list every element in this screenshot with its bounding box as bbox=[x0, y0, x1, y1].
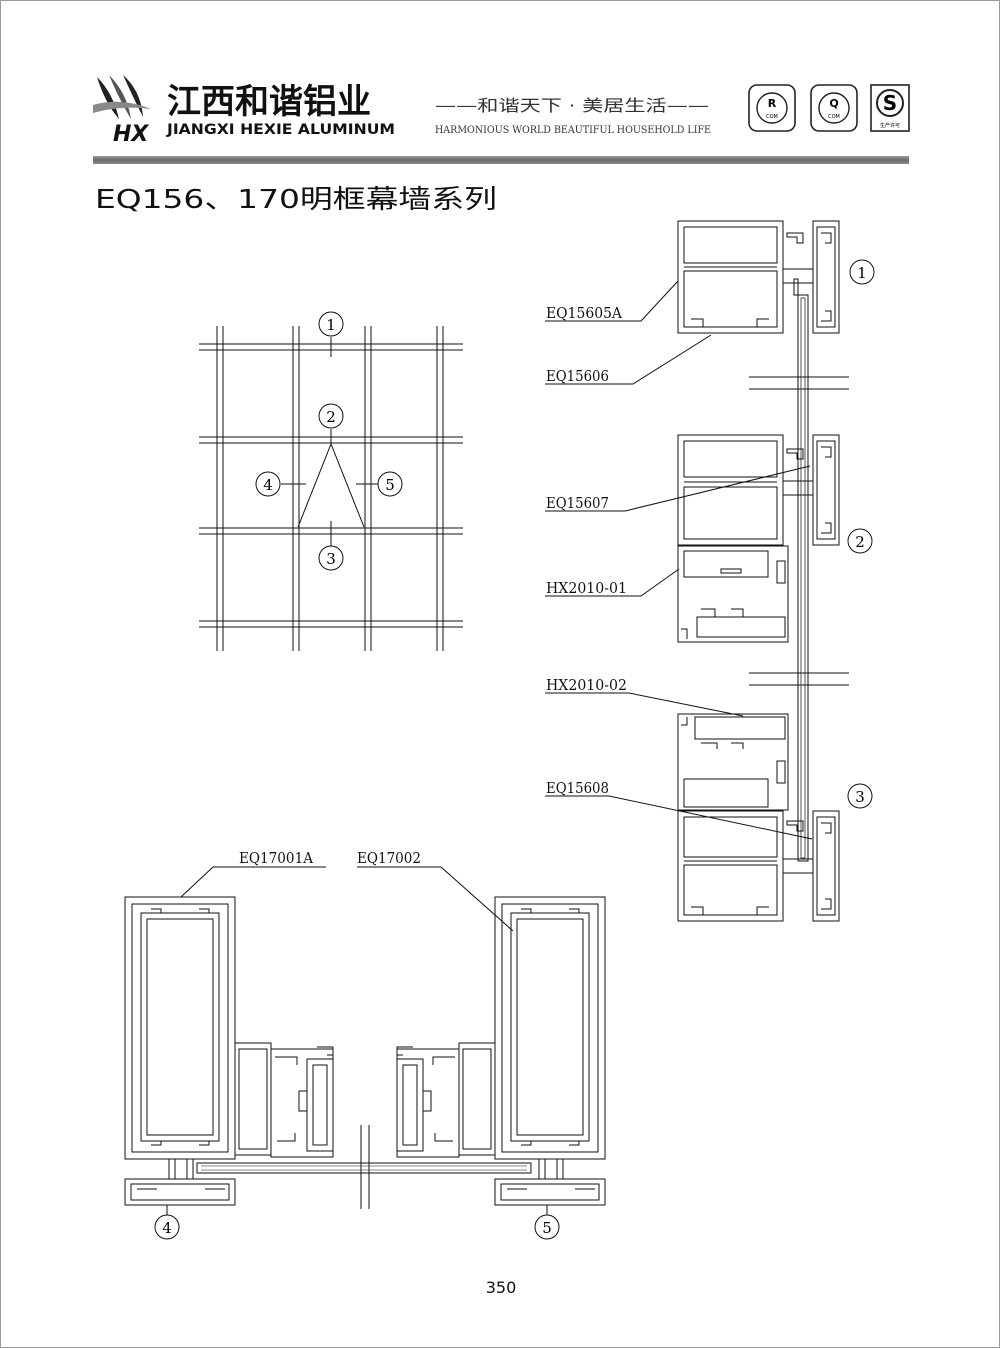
grid-marker-5: 5 bbox=[377, 471, 403, 497]
logo-monogram: HX bbox=[113, 122, 149, 147]
cert-r-sub: COM bbox=[766, 114, 778, 120]
brand-name-cn: 江西和谐铝业 bbox=[167, 82, 371, 122]
header-divider-bar bbox=[93, 156, 909, 164]
cert-badge-r: R COM bbox=[748, 84, 796, 132]
part-label-eq15607: EQ15607 bbox=[546, 494, 609, 512]
page-number: 350 bbox=[486, 1278, 517, 1297]
part-label-eq15608: EQ15608 bbox=[546, 779, 609, 797]
mullion-left bbox=[125, 897, 333, 1205]
brand-logo: HX bbox=[93, 75, 151, 147]
vertical-section-drawing bbox=[545, 221, 849, 921]
section-marker-3: 3 bbox=[847, 783, 873, 809]
grid-marker-4: 4 bbox=[255, 471, 281, 497]
section-marker-2: 2 bbox=[847, 528, 873, 554]
horizontal-marker-5: 5 bbox=[534, 1214, 560, 1240]
part-label-eq15605a: EQ15605A bbox=[546, 304, 622, 322]
page-title: EQ156、170明框幕墙系列 bbox=[95, 185, 497, 215]
part-label-hx2010-02: HX2010-02 bbox=[546, 676, 627, 694]
svg-text:4: 4 bbox=[263, 476, 273, 494]
svg-text:3: 3 bbox=[326, 550, 336, 568]
cert-badge-q: Q COM bbox=[810, 84, 858, 132]
svg-text:3: 3 bbox=[855, 788, 865, 806]
svg-text:4: 4 bbox=[162, 1219, 172, 1237]
section-marker-1: 1 bbox=[849, 259, 875, 285]
brand-name-en: JIANGXI HEXIE ALUMINUM bbox=[166, 122, 395, 138]
mullion-right bbox=[397, 897, 605, 1205]
cert-badge-qs: S 生产许可 bbox=[870, 84, 910, 132]
section-block-bottom bbox=[678, 714, 839, 921]
slogan-en: HARMONIOUS WORLD BEAUTIFUL HOUSEHOLD LIF… bbox=[435, 125, 711, 136]
grid-marker-2: 2 bbox=[318, 403, 344, 429]
grid-marker-3: 3 bbox=[318, 545, 344, 571]
svg-text:1: 1 bbox=[326, 316, 336, 334]
cert-q-sub: COM bbox=[828, 114, 840, 120]
cert-s-letter: S bbox=[883, 91, 897, 115]
cert-q-letter: Q bbox=[829, 97, 838, 110]
part-label-eq17001a: EQ17001A bbox=[239, 849, 313, 867]
grid-marker-1: 1 bbox=[318, 311, 344, 337]
part-label-eq17002: EQ17002 bbox=[357, 849, 421, 867]
svg-text:5: 5 bbox=[385, 476, 395, 494]
section-block-middle bbox=[678, 435, 839, 642]
cert-s-sub: 生产许可 bbox=[880, 122, 900, 129]
svg-text:2: 2 bbox=[326, 408, 336, 426]
part-label-hx2010-01: HX2010-01 bbox=[546, 579, 627, 597]
horizontal-marker-4: 4 bbox=[154, 1214, 180, 1240]
part-label-eq15606: EQ15606 bbox=[546, 367, 609, 385]
section-block-top bbox=[678, 221, 839, 333]
svg-text:1: 1 bbox=[857, 264, 867, 282]
horizontal-section-drawing bbox=[125, 867, 605, 1215]
svg-text:2: 2 bbox=[855, 533, 865, 551]
slogan-cn: ——和谐天下 · 美居生活—— bbox=[435, 96, 709, 115]
svg-text:5: 5 bbox=[542, 1219, 552, 1237]
cert-r-letter: R bbox=[768, 97, 777, 110]
elevation-grid bbox=[199, 326, 463, 651]
